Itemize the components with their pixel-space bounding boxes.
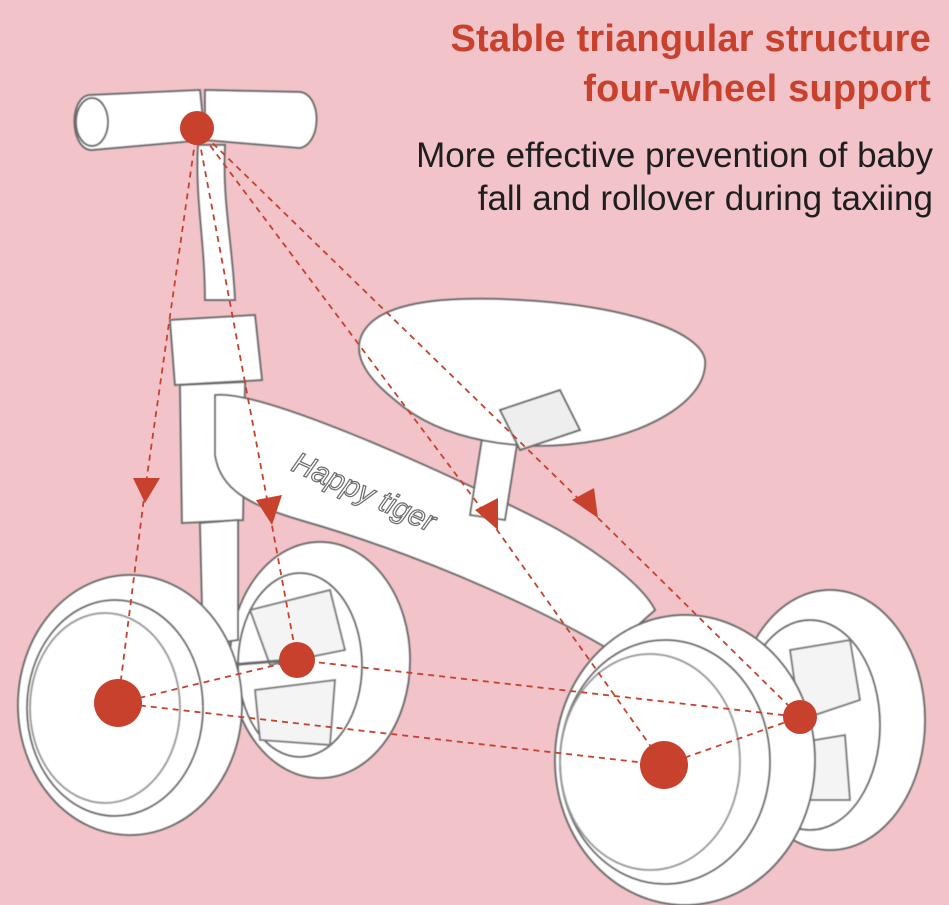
feature-description: More effective prevention of baby fall a… bbox=[416, 134, 933, 220]
direction-arrow-icon bbox=[475, 498, 498, 530]
balance-point-marker-icon bbox=[783, 700, 817, 734]
direction-arrow-icon bbox=[256, 495, 282, 525]
direction-arrow-icon bbox=[572, 488, 598, 518]
direction-arrows bbox=[133, 478, 598, 530]
balance-point-marker-icon bbox=[279, 642, 315, 678]
balance-points bbox=[94, 111, 817, 789]
front-left-wheel bbox=[229, 541, 411, 779]
description-line-1: More effective prevention of baby bbox=[416, 136, 933, 175]
feature-headline: Stable triangular structure four-wheel s… bbox=[450, 14, 931, 114]
handlebar bbox=[73, 88, 318, 152]
stability-lines bbox=[117, 127, 801, 766]
balance-point-marker-icon bbox=[94, 679, 142, 727]
description-line-2: fall and rollover during taxiing bbox=[477, 179, 933, 218]
direction-arrow-icon bbox=[133, 478, 160, 503]
balance-point-marker-icon bbox=[640, 741, 688, 789]
headline-line-1: Stable triangular structure bbox=[450, 18, 931, 60]
bike-seat bbox=[358, 297, 707, 452]
balance-point-marker-icon bbox=[180, 111, 214, 145]
headline-line-2: four-wheel support bbox=[583, 68, 931, 110]
